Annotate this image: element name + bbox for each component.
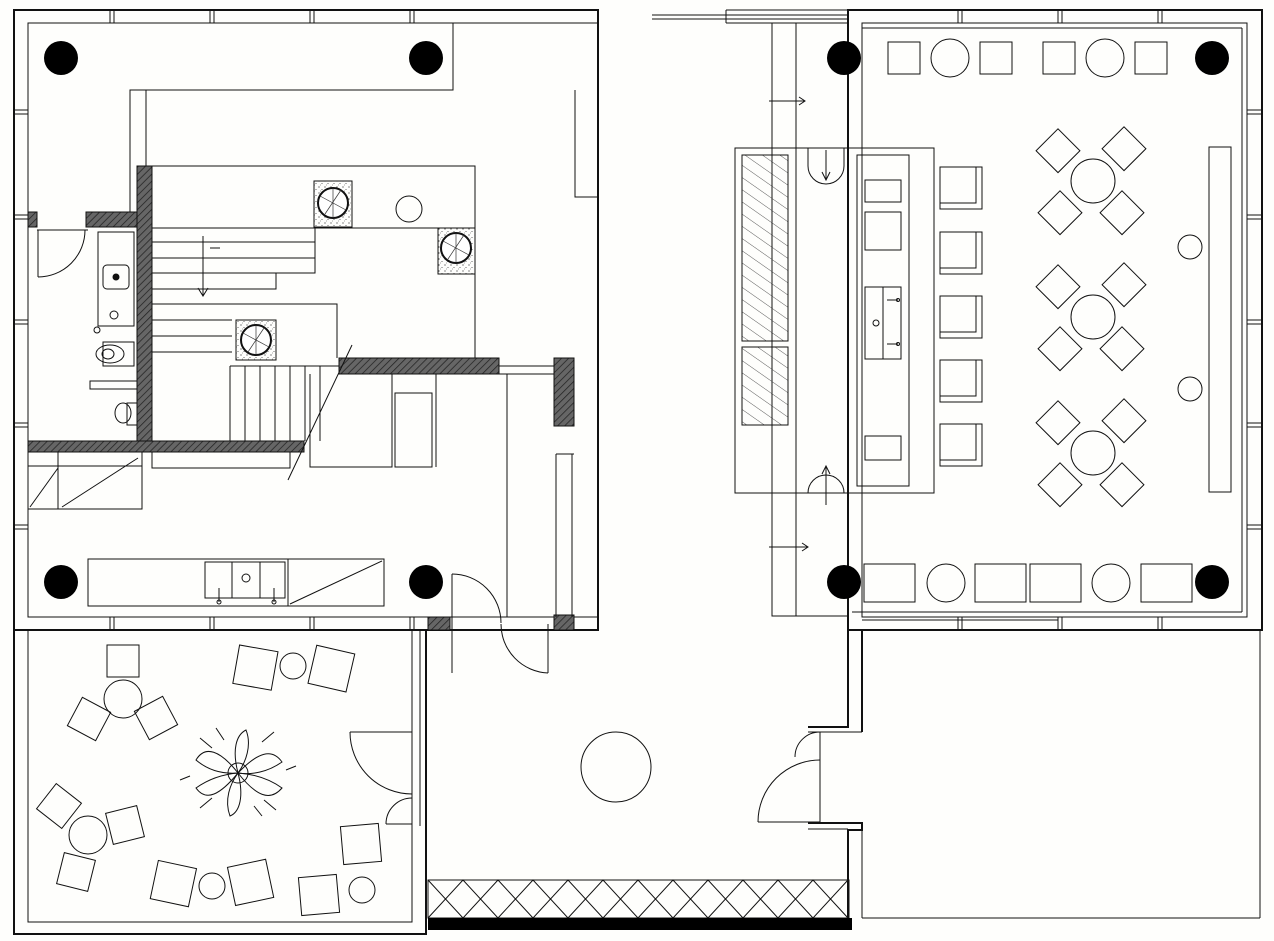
wall bbox=[338, 357, 500, 375]
wall-bench bbox=[1177, 146, 1232, 493]
left-outer-wall bbox=[13, 9, 599, 631]
stepped-platforms bbox=[129, 23, 598, 358]
chair bbox=[104, 804, 146, 846]
outdoor-area bbox=[862, 630, 1261, 919]
chair bbox=[55, 851, 97, 893]
chair bbox=[66, 696, 112, 742]
glass-shelf bbox=[741, 154, 789, 342]
wall bbox=[553, 357, 575, 427]
tree-branches bbox=[242, 188, 470, 355]
entrance-double-door bbox=[451, 573, 549, 674]
side-table bbox=[348, 876, 376, 904]
wall bbox=[553, 614, 575, 631]
right-inner-partition bbox=[769, 22, 1243, 617]
bathroom bbox=[37, 229, 138, 426]
bottom-wall bbox=[428, 918, 852, 930]
right-building bbox=[652, 9, 1263, 631]
bottom-seating bbox=[863, 563, 1193, 603]
left-building bbox=[13, 9, 599, 674]
table bbox=[68, 815, 108, 855]
chair bbox=[232, 644, 279, 691]
column bbox=[827, 565, 861, 599]
wall bbox=[27, 211, 38, 228]
planter-boxes bbox=[235, 180, 476, 361]
side-door bbox=[757, 630, 863, 918]
table bbox=[1070, 294, 1116, 340]
left-top-mullions bbox=[109, 10, 415, 23]
stair-and-storage bbox=[27, 344, 574, 617]
table bbox=[1070, 430, 1116, 476]
wall bbox=[27, 440, 305, 453]
wall bbox=[136, 165, 153, 445]
top-seating bbox=[887, 38, 1168, 78]
column bbox=[409, 41, 443, 75]
chair bbox=[226, 858, 275, 907]
chair bbox=[297, 873, 341, 917]
table bbox=[1070, 158, 1116, 204]
column bbox=[44, 565, 78, 599]
chair bbox=[106, 644, 140, 678]
column bbox=[1195, 41, 1229, 75]
right-side-mullions bbox=[1247, 109, 1262, 530]
left-inner-wall bbox=[27, 22, 599, 618]
terrace bbox=[13, 617, 427, 935]
terrace-mullions bbox=[109, 617, 415, 630]
right-top-mullions bbox=[652, 9, 1163, 24]
side-table bbox=[198, 872, 226, 900]
left-side-mullions bbox=[14, 109, 28, 530]
dining-sets bbox=[1035, 126, 1147, 508]
bar-stools bbox=[939, 166, 983, 467]
kitchen-counter bbox=[87, 558, 385, 607]
column bbox=[44, 41, 78, 75]
side-table bbox=[279, 652, 307, 680]
right-bottom-mullions bbox=[862, 617, 1163, 630]
chair bbox=[307, 644, 356, 693]
column bbox=[827, 41, 861, 75]
stool bbox=[395, 195, 423, 223]
chair bbox=[35, 782, 83, 830]
chair bbox=[149, 859, 198, 908]
wall bbox=[427, 616, 451, 631]
corridor bbox=[14, 630, 863, 935]
chair bbox=[339, 822, 383, 866]
bar-counter bbox=[734, 147, 935, 505]
column bbox=[1195, 565, 1229, 599]
terrace-furniture bbox=[35, 644, 383, 917]
bench-truss bbox=[427, 879, 850, 919]
plant-icon bbox=[179, 727, 297, 817]
glass-shelf bbox=[741, 346, 789, 426]
terrace-door bbox=[349, 630, 421, 922]
column bbox=[409, 565, 443, 599]
round-table bbox=[580, 731, 652, 803]
chair bbox=[133, 695, 179, 741]
table bbox=[103, 679, 143, 719]
